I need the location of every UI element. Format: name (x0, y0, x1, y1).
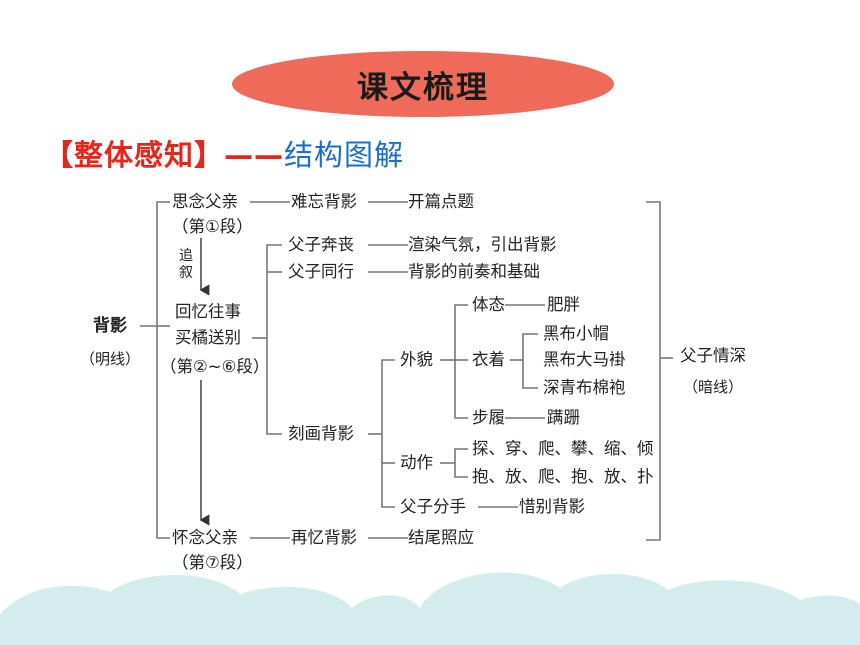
section-heading: 【整体感知】——结构图解 (44, 132, 404, 174)
part2-label1: 回忆往事 (175, 302, 241, 321)
root-label: 背影 (93, 316, 127, 336)
row2-right: 背影的前奏和基础 (408, 262, 540, 281)
action-label: 动作 (400, 453, 433, 472)
right-note: （暗线） (683, 378, 744, 396)
part1-end: 开篇点题 (408, 192, 474, 211)
parting-label: 父子分手 (400, 497, 466, 516)
heading-topic: 结构图解 (284, 138, 405, 172)
flashback-label: 追叙 (179, 248, 193, 281)
posture-detail: 肥胖 (547, 295, 580, 314)
action-row1: 探、穿、爬、攀、缩、倾 (472, 439, 654, 458)
row2-left: 父子同行 (288, 262, 354, 281)
part3-end: 结尾照应 (408, 528, 474, 547)
portray-bracket (381, 359, 395, 508)
part2-sub: （第②~⑥段） (160, 357, 270, 376)
part1-sub: （第①段） (172, 217, 253, 236)
gait-label: 步履 (472, 408, 505, 427)
part3-label: 怀念父亲 (172, 528, 238, 547)
title-banner: 课文梳理 (232, 51, 614, 117)
posture-label: 体态 (472, 295, 505, 314)
part1-step: 难忘背影 (291, 192, 357, 211)
clothing-bracket (522, 333, 538, 389)
row1-left: 父子奔丧 (288, 235, 354, 254)
page-title: 课文梳理 (357, 69, 489, 106)
part3-sub: （第⑦段） (172, 553, 253, 572)
parting-detail: 惜别背影 (519, 497, 585, 516)
right-label: 父子情深 (680, 346, 746, 365)
part1-label: 思念父亲 (172, 192, 238, 211)
portray-label: 刻画背影 (288, 424, 354, 443)
appearance-bracket (454, 304, 468, 419)
row1-right: 渲染气氛，引出背影 (408, 235, 557, 254)
clothing-item: 黑布小帽 (543, 324, 609, 343)
left-bracket (156, 201, 170, 539)
cloud-decoration (0, 572, 860, 645)
part3-step: 再忆背影 (291, 528, 357, 547)
clothing-item: 深青布棉袍 (543, 378, 626, 397)
part2-bracket (266, 244, 282, 435)
part2-label2: 买橘送别 (175, 328, 241, 347)
appearance-label: 外貌 (400, 350, 433, 369)
heading-dash: —— (224, 138, 285, 172)
action-bracket (454, 448, 468, 478)
root-note: （明线） (80, 350, 141, 368)
action-row2: 抱、放、爬、抱、放、扑 (472, 467, 654, 486)
heading-bracket: 【整体感知】 (44, 138, 225, 172)
right-bracket (646, 201, 661, 541)
clothing-item: 黑布大马褂 (543, 350, 626, 369)
gait-detail: 蹒跚 (547, 408, 580, 427)
clothing-label: 衣着 (472, 350, 505, 369)
